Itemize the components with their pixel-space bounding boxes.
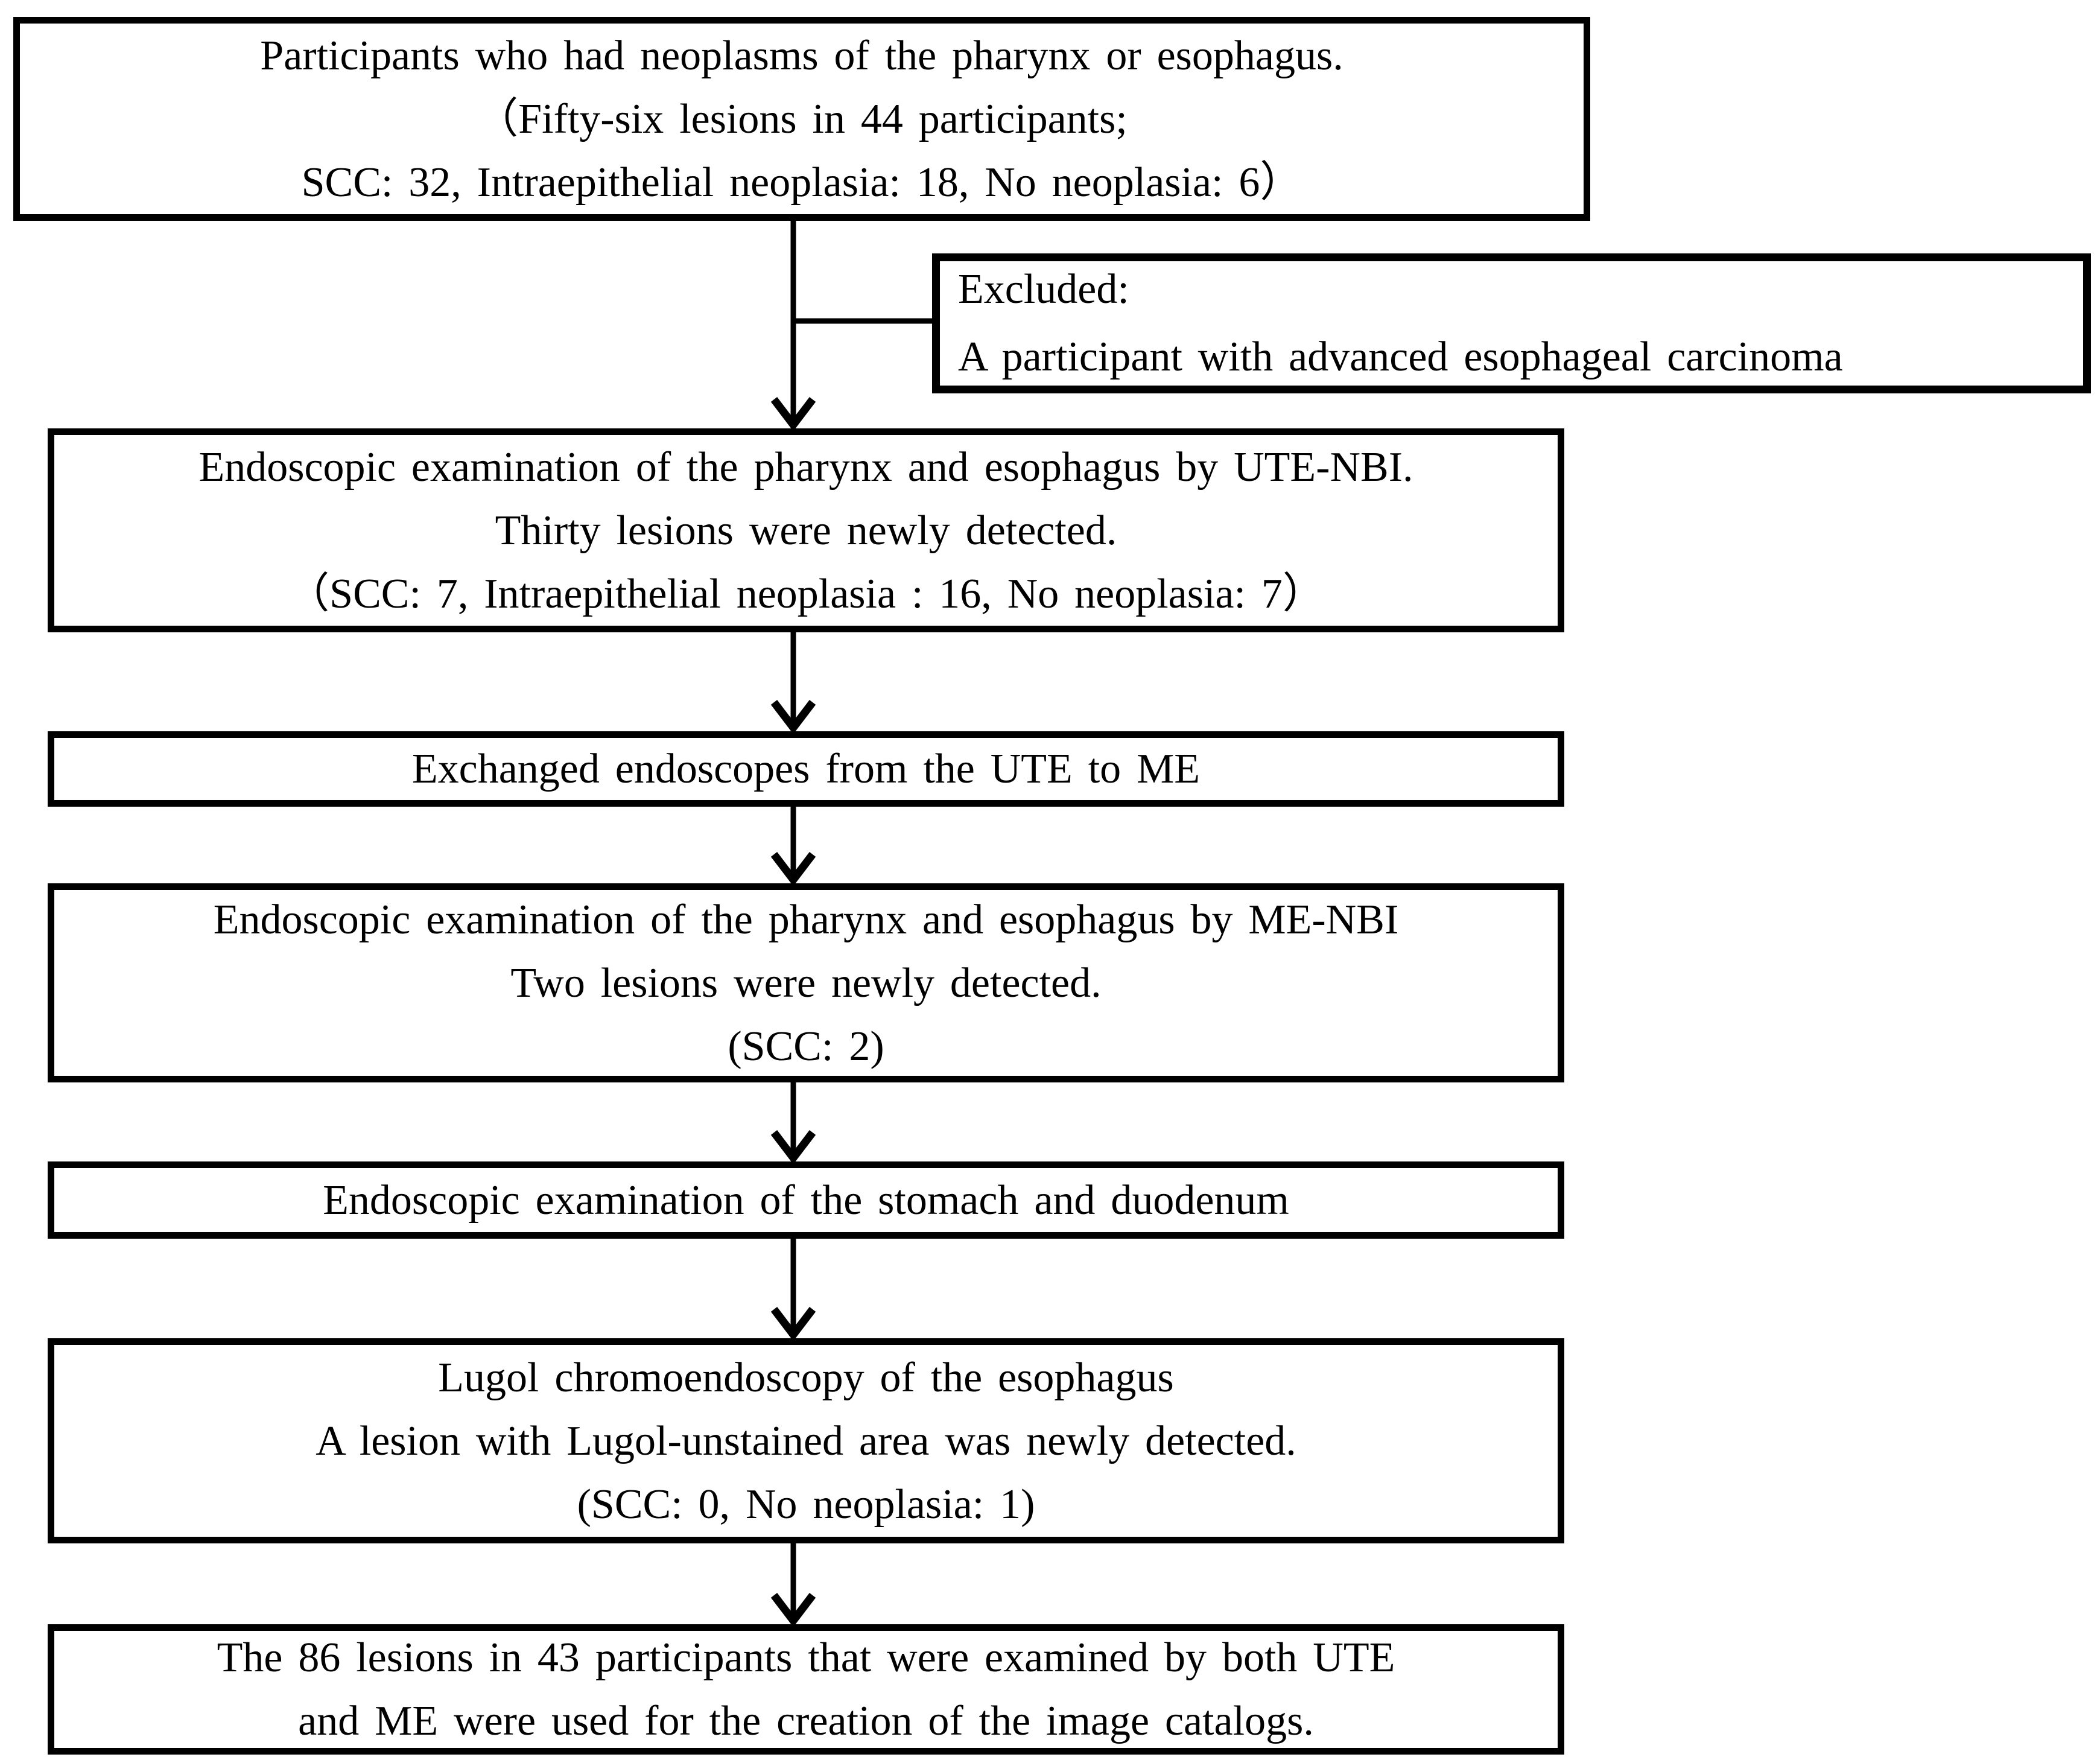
arrow-participants-to-ute — [770, 221, 816, 431]
box-stomach-line-1: Endoscopic examination of the stomach an… — [323, 1177, 1289, 1224]
box-ute-nbi-line-1: Endoscopic examination of the pharynx an… — [198, 443, 1413, 491]
box-excluded-line-1: Excluded: — [958, 266, 1129, 313]
arrow-exchange-to-me — [770, 807, 816, 886]
box-me-nbi-line-3: (SCC: 2) — [728, 1023, 884, 1070]
box-participants-line-2: （Fifty-six lesions in 44 participants; — [476, 95, 1128, 142]
box-excluded: Excluded: A participant with advanced es… — [932, 253, 2091, 393]
box-final-catalog: The 86 lesions in 43 participants that w… — [48, 1624, 1564, 1755]
box-lugol-line-1: Lugol chromoendoscopy of the esophagus — [438, 1354, 1174, 1401]
box-exchange-line-1: Exchanged endoscopes from the UTE to ME — [411, 746, 1201, 792]
arrow-lugol-to-final — [770, 1543, 816, 1627]
box-lugol-chromoendoscopy: Lugol chromoendoscopy of the esophagus A… — [48, 1338, 1564, 1543]
box-final-line-2: and ME were used for the creation of the… — [298, 1698, 1314, 1744]
box-me-nbi-line-1: Endoscopic examination of the pharynx an… — [213, 896, 1399, 943]
arrow-me-to-stomach — [770, 1082, 816, 1164]
box-excluded-line-2: A participant with advanced esophageal c… — [958, 334, 1843, 380]
box-stomach-duodenum-exam: Endoscopic examination of the stomach an… — [48, 1161, 1564, 1239]
box-participants-line-3: SCC: 32, Intraepithelial neoplasia: 18, … — [301, 159, 1302, 206]
box-lugol-line-3: (SCC: 0, No neoplasia: 1) — [577, 1481, 1035, 1528]
box-lugol-line-2: A lesion with Lugol-unstained area was n… — [316, 1417, 1296, 1464]
arrow-ute-to-exchange — [770, 632, 816, 734]
box-participants-line-1: Participants who had neoplasms of the ph… — [260, 32, 1343, 79]
box-me-nbi-exam: Endoscopic examination of the pharynx an… — [48, 883, 1564, 1082]
arrow-stomach-to-lugol — [770, 1239, 816, 1341]
box-final-line-1: The 86 lesions in 43 participants that w… — [217, 1635, 1395, 1681]
box-ute-nbi-exam: Endoscopic examination of the pharynx an… — [48, 428, 1564, 632]
box-participants: Participants who had neoplasms of the ph… — [13, 17, 1590, 221]
box-ute-nbi-line-2: Thirty lesions were newly detected. — [495, 507, 1117, 554]
box-exchange-endoscopes: Exchanged endoscopes from the UTE to ME — [48, 731, 1564, 807]
box-me-nbi-line-2: Two lesions were newly detected. — [510, 959, 1102, 1006]
box-ute-nbi-line-3: （SCC: 7, Intraepithelial neoplasia : 16,… — [287, 570, 1325, 617]
